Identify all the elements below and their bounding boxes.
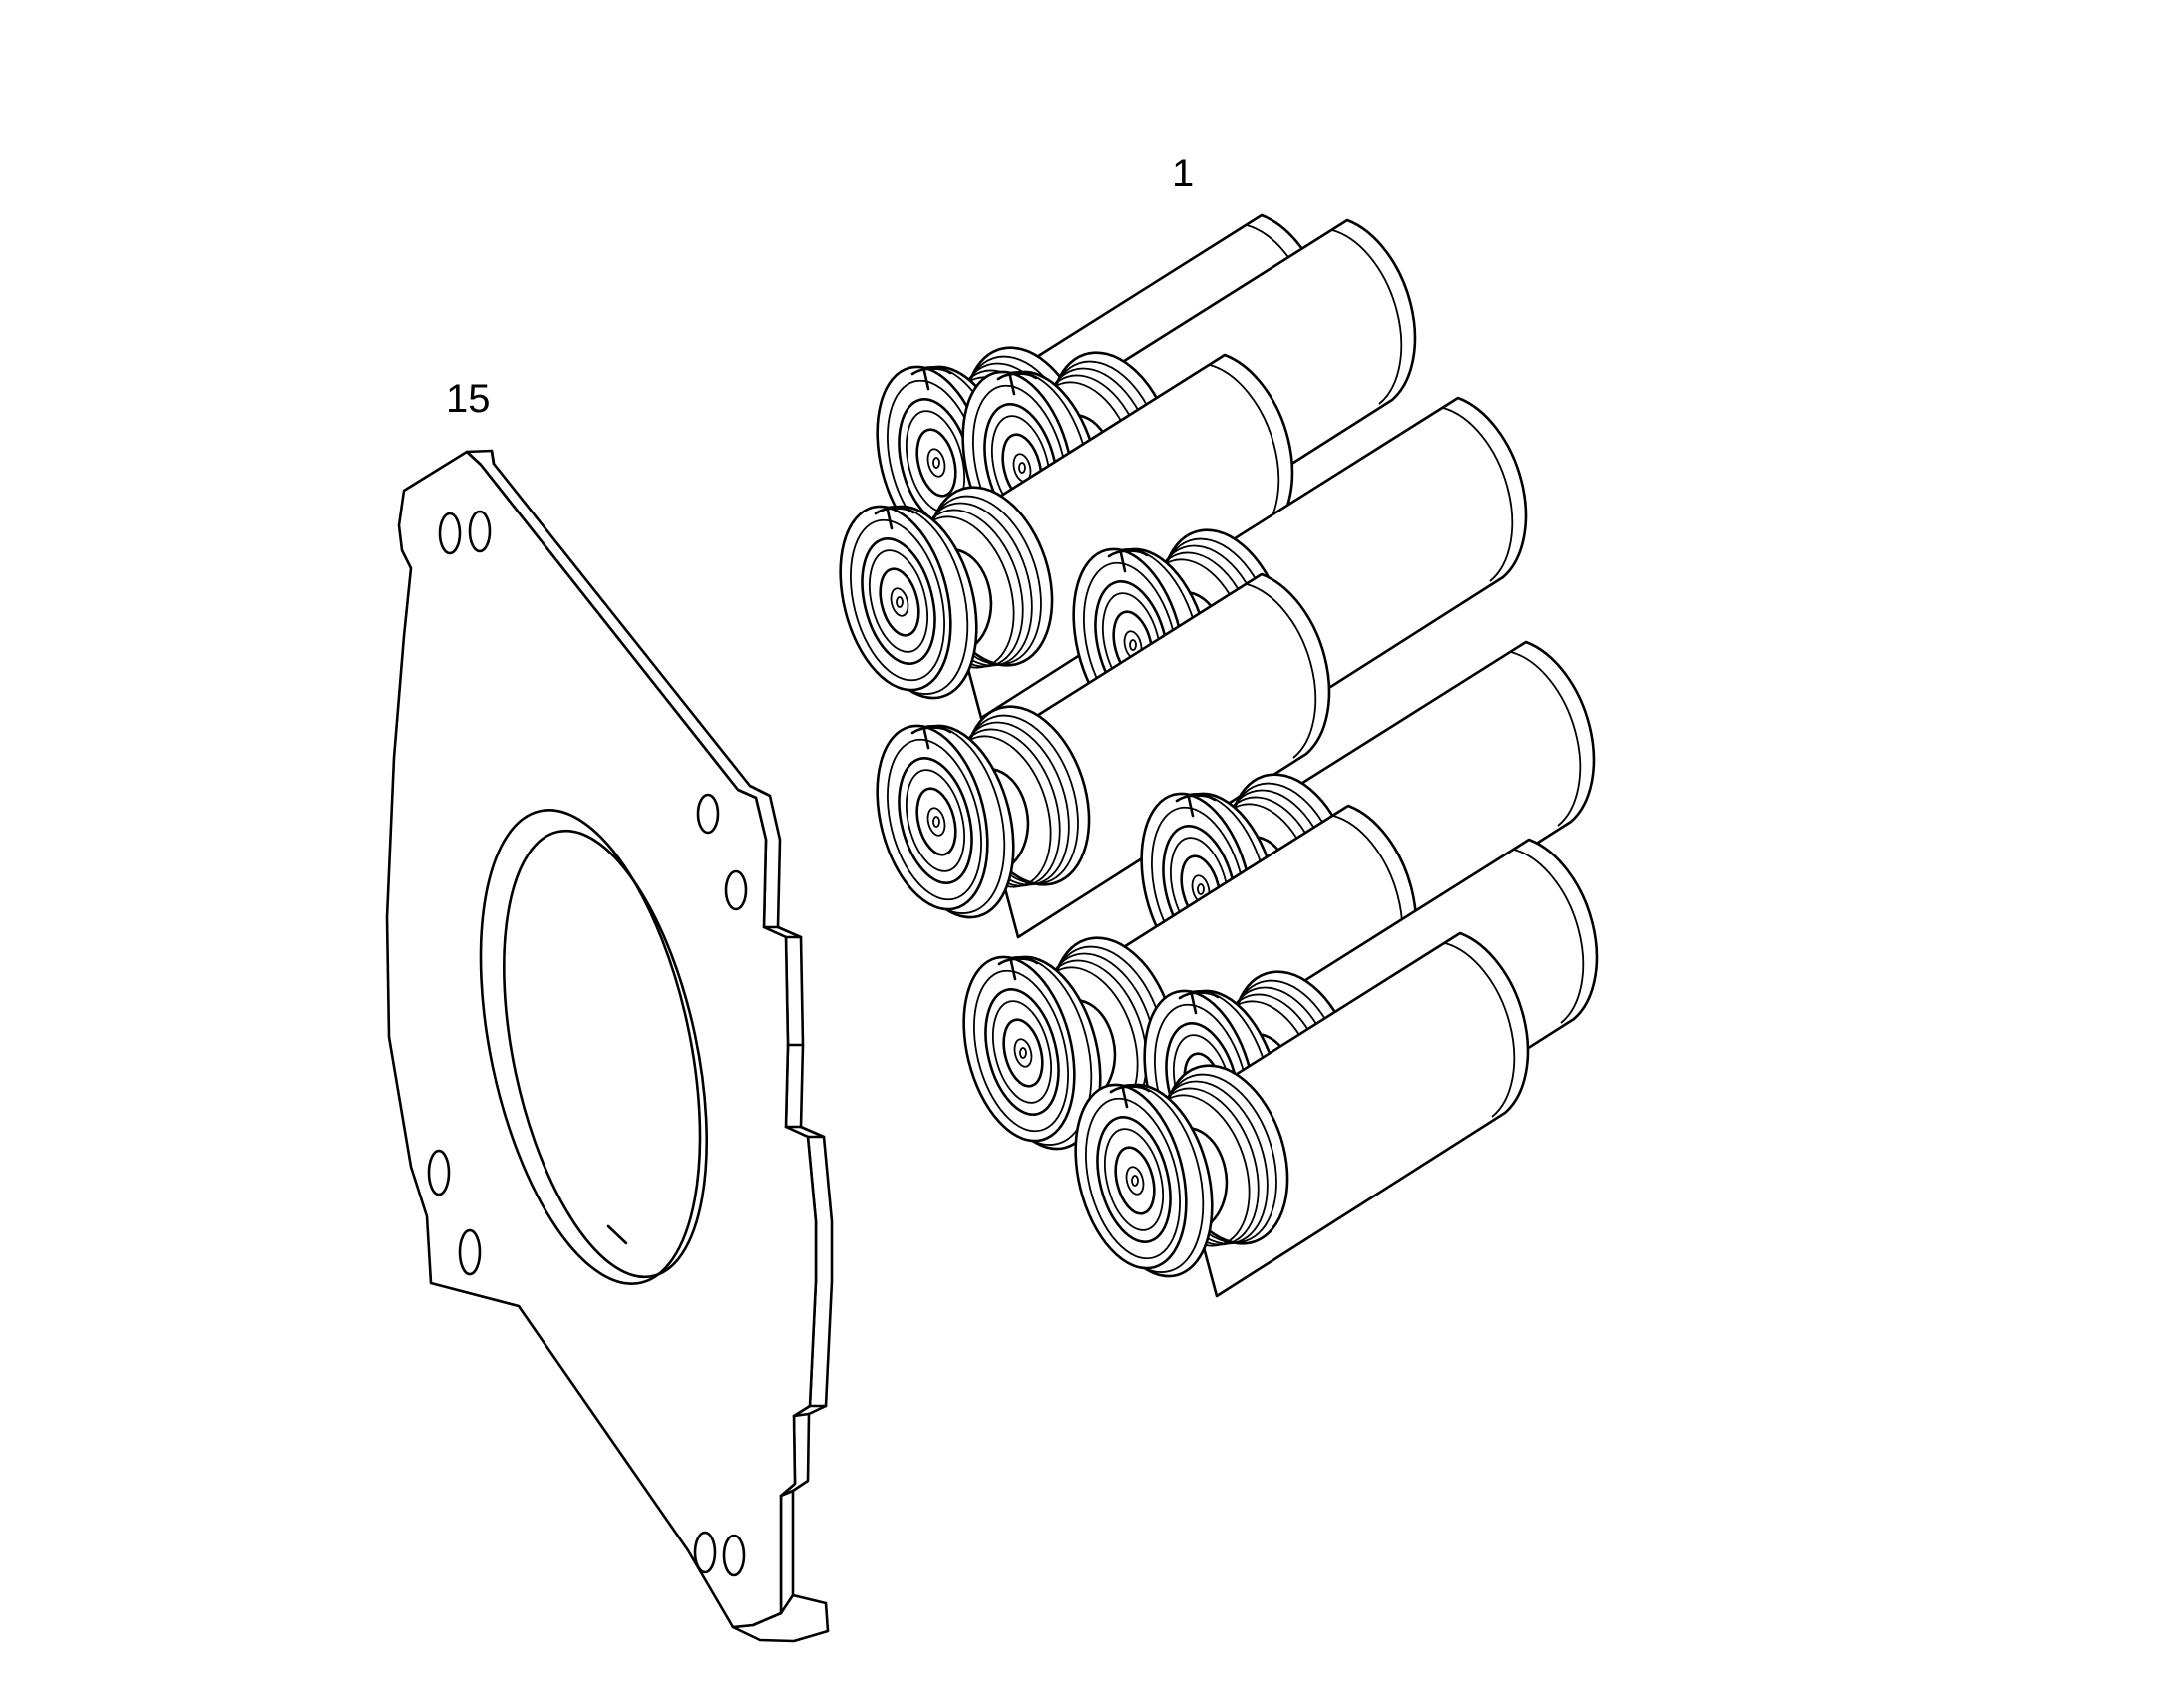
plate-bolt-hole	[458, 1228, 482, 1276]
plate-bolt-hole	[693, 1531, 717, 1574]
callout-label-15: 15	[446, 377, 491, 421]
plate-bolt-hole	[696, 793, 720, 835]
plate-bolt-hole	[468, 510, 492, 553]
callout-label-1: 1	[1172, 152, 1194, 195]
plate-bolt-hole	[724, 869, 748, 911]
plate-part-15	[385, 449, 834, 1643]
plate-bolt-hole	[722, 1534, 746, 1577]
piston-assembly-part-1	[821, 213, 1599, 1298]
plate-center-bore	[479, 809, 702, 1285]
plate-bolt-hole	[438, 512, 462, 555]
plate-bolt-hole	[427, 1149, 451, 1196]
